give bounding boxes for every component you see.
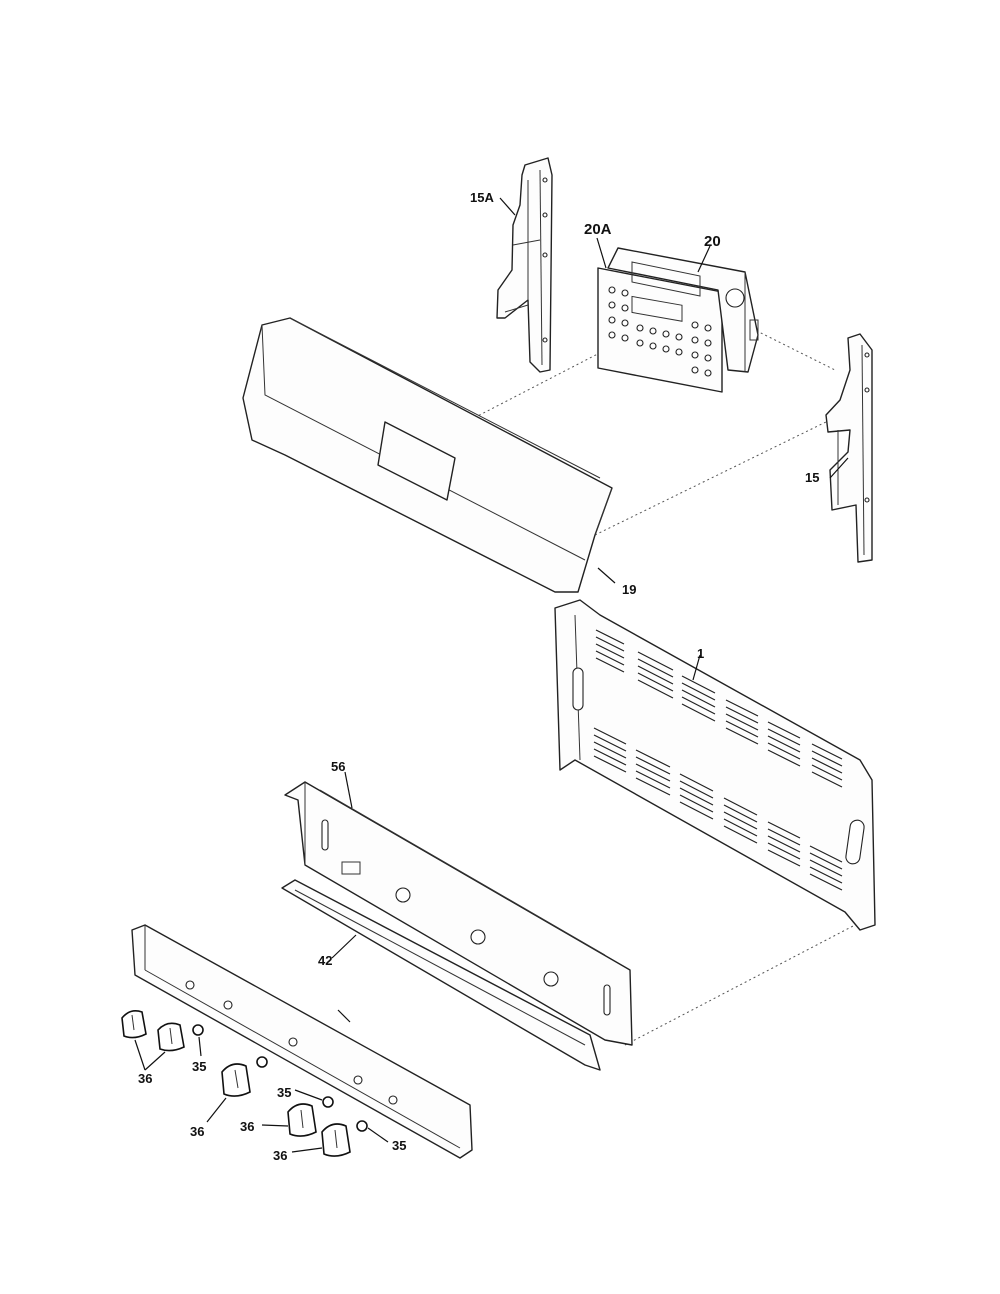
callout-35-2: 35: [277, 1085, 291, 1100]
heat-shield-42[interactable]: [281, 879, 601, 1071]
bracket-15a[interactable]: [496, 157, 553, 373]
callout-19: 19: [622, 582, 636, 597]
callout-35-3: 35: [392, 1138, 406, 1153]
callout-42: 42: [318, 953, 332, 968]
callout-35-1: 35: [192, 1059, 206, 1074]
callout-36-2: 36: [240, 1119, 254, 1134]
callout-36-group: 36: [138, 1071, 152, 1086]
callout-36-3: 36: [273, 1148, 287, 1163]
callout-36-1: 36: [190, 1124, 204, 1139]
callout-56: 56: [331, 759, 345, 774]
washer-3[interactable]: [322, 1096, 334, 1108]
overlay-20a[interactable]: [597, 267, 723, 393]
knob-1[interactable]: [121, 1010, 147, 1039]
control-board-20[interactable]: [607, 247, 759, 373]
bracket-15[interactable]: [825, 333, 873, 563]
washer-2[interactable]: [256, 1056, 268, 1068]
callout-15a: 15A: [470, 190, 494, 205]
backguard-19[interactable]: [242, 317, 613, 593]
callout-1: 1: [697, 646, 704, 661]
callout-20a: 20A: [584, 221, 612, 238]
knob-5[interactable]: [321, 1123, 351, 1157]
manifold-panel-56[interactable]: [284, 781, 633, 1046]
callout-15: 15: [805, 470, 819, 485]
leader-lines: [134, 197, 849, 1153]
vent-slots: [593, 629, 843, 891]
knob-2[interactable]: [157, 1022, 185, 1052]
overlay-buttons: [608, 286, 712, 377]
callout-20: 20: [704, 233, 721, 250]
control-panel[interactable]: [131, 924, 473, 1159]
washer-4[interactable]: [356, 1120, 368, 1132]
knob-4[interactable]: [287, 1103, 317, 1137]
washer-1[interactable]: [192, 1024, 204, 1036]
knob-3[interactable]: [221, 1063, 251, 1097]
rear-panel-1[interactable]: [554, 599, 876, 931]
callout-labels: 15A 20A 20 15 19 1 56 42 35 35 35 36 36 …: [138, 190, 819, 1163]
